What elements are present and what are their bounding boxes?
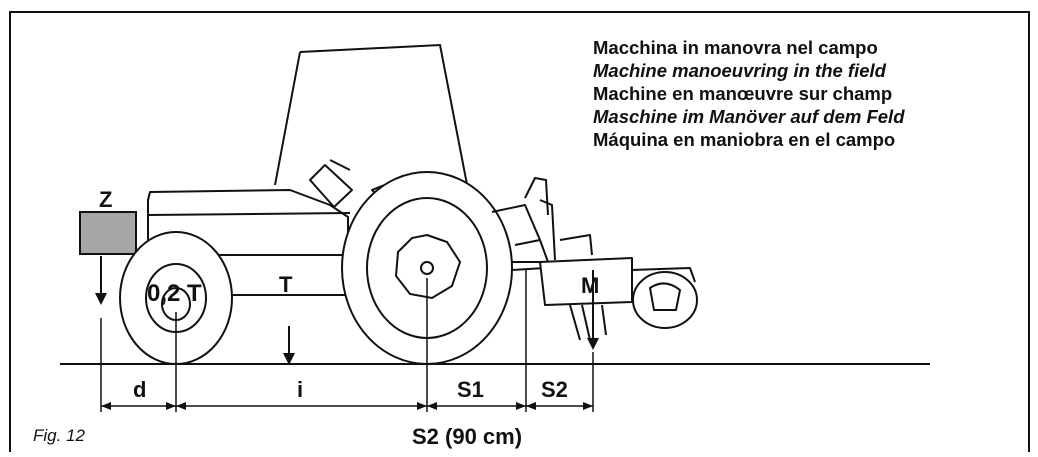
dimension-i: i	[297, 377, 303, 402]
title-de: Maschine im Manöver auf dem Feld	[593, 106, 905, 127]
label-front-axle-load: 0,2 T	[147, 280, 202, 307]
title-en: Machine manoeuvring in the field	[593, 60, 886, 81]
dimension-total: S2 (90 cm)	[412, 424, 522, 449]
ballast-arrowhead	[95, 293, 107, 305]
dimension-arrowheads	[101, 402, 593, 410]
title-es: Máquina en maniobra en el campo	[593, 129, 896, 150]
title-fr: Machine en manœuvre sur champ	[593, 83, 893, 104]
tractor-arrowhead	[283, 353, 295, 365]
front-wheel	[119, 231, 233, 365]
figure-frame	[9, 11, 1030, 452]
dimension-s1: S1	[457, 377, 484, 402]
dimension-d: d	[133, 377, 146, 402]
multilingual-title: Macchina in manovra nel campo Machine ma…	[593, 36, 1023, 151]
dimension-s2: S2	[541, 377, 568, 402]
reference-lines	[100, 270, 594, 412]
label-z: Z	[99, 187, 112, 212]
ballast-box	[79, 211, 137, 255]
label-tractor-weight: T	[279, 272, 293, 297]
label-implement-weight: M	[581, 273, 599, 298]
figure-label: Fig. 12	[33, 426, 85, 445]
tractor-cab	[274, 43, 471, 201]
title-it: Macchina in manovra nel campo	[593, 37, 878, 58]
implement	[491, 177, 698, 341]
rear-wheel	[341, 171, 513, 365]
implement-arrowhead	[587, 338, 599, 350]
